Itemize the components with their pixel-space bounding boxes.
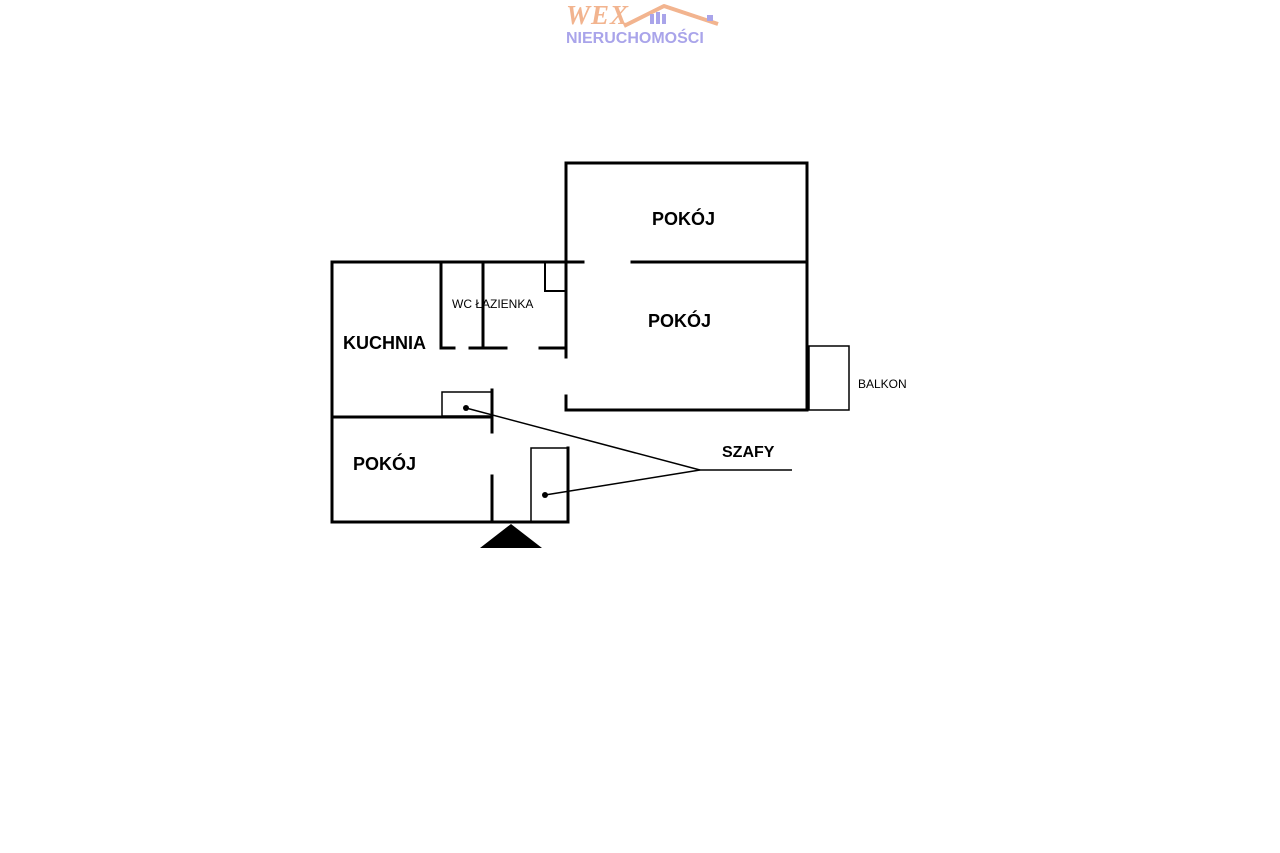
kitchen-label: KUCHNIA — [343, 333, 426, 353]
leader-line — [544, 469, 701, 496]
leader-dot — [542, 492, 548, 498]
house-icon — [623, 4, 719, 28]
room-label: POKÓJ — [353, 453, 416, 474]
logo-brand-text: WEX — [566, 0, 630, 30]
balcony-label: BALKON — [858, 377, 907, 391]
balcony — [808, 345, 850, 411]
logo: WEX NIERUCHOMOŚCI — [560, 0, 725, 50]
leader-dot — [463, 405, 469, 411]
wardrobe — [441, 391, 493, 417]
room-label: POKÓJ — [652, 208, 715, 229]
room-label: POKÓJ — [648, 310, 711, 331]
logo-subtitle: NIERUCHOMOŚCI — [566, 30, 704, 47]
wardrobe — [530, 447, 569, 523]
bathroom-label: WC ŁAZIENKA — [452, 297, 533, 311]
leader-line — [465, 407, 701, 471]
entrance-marker — [480, 524, 542, 548]
wardrobes-label: SZAFY — [722, 444, 775, 461]
